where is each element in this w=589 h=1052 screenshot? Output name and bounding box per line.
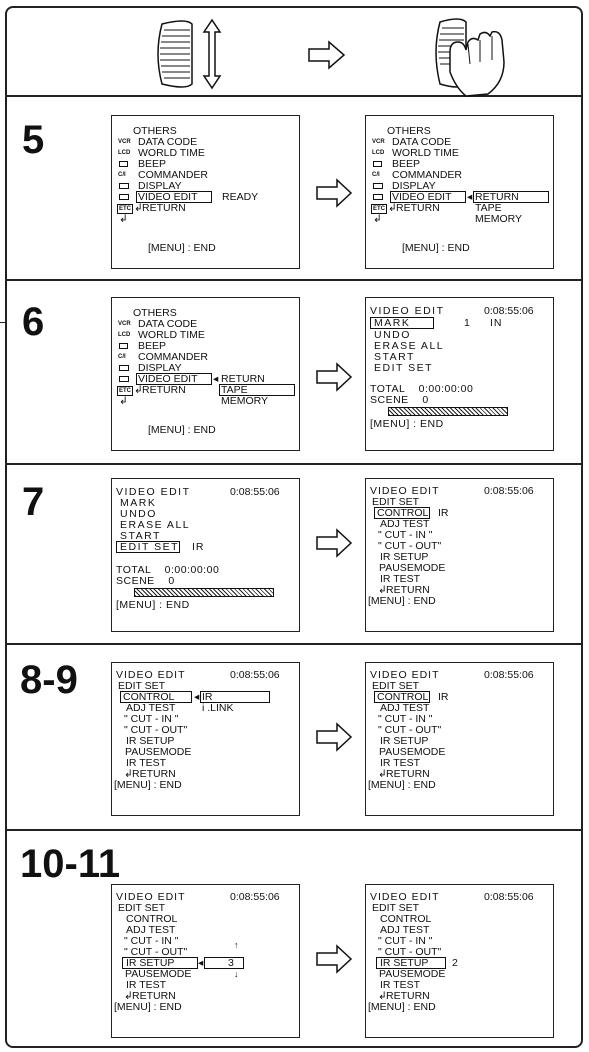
step-number: 10-11 [20, 844, 120, 884]
edit-icon [119, 194, 129, 200]
margin-tab [0, 322, 6, 323]
edit-set-screen: VIDEO EDIT 0:08:55:06 EDIT SET CONTROL A… [365, 884, 554, 1038]
time-code: 0:08:55:06 [230, 892, 280, 903]
menu-item: RETURN [396, 203, 440, 214]
submenu-item: MEMORY [475, 214, 522, 225]
video-edit-screen: VIDEO EDIT 0:08:55:06 MARK 1 IN UNDO ERA… [365, 297, 554, 451]
next-arrow-icon [315, 362, 353, 392]
menu-item-selected: EDIT SET [120, 542, 179, 553]
tape-icon [119, 343, 128, 349]
setting-value: IR [438, 508, 449, 519]
mark-count: 1 [464, 318, 470, 329]
step-number: 5 [22, 120, 44, 160]
scene-count: SCENE 0 [370, 395, 429, 406]
lcd-icon: LCD [118, 331, 130, 339]
menu-item: EDIT SET [374, 363, 433, 374]
menu-footer: [MENU] : END [148, 425, 216, 436]
menu-footer: [MENU] : END [370, 419, 444, 430]
tape-icon [119, 161, 128, 167]
setting-value: IR [192, 542, 205, 553]
time-code: 0:08:55:06 [484, 670, 534, 681]
menu-footer: [MENU] : END [368, 780, 436, 791]
video-edit-screen: VIDEO EDIT 0:08:55:06 MARK UNDO ERASE AL… [111, 478, 300, 632]
step-number: 6 [22, 302, 44, 342]
time-code: 0:08:55:06 [230, 487, 280, 498]
menu-footer: [MENU] : END [114, 780, 182, 791]
menu-footer: [MENU] : END [116, 600, 190, 611]
next-arrow-icon [315, 528, 353, 558]
section-divider [5, 643, 583, 645]
status-text: READY [222, 192, 258, 203]
option: i .LINK [202, 703, 234, 714]
camera-icon: C/I [118, 353, 126, 361]
menu-footer: [MENU] : END [114, 1002, 182, 1013]
edit-set-screen: VIDEO EDIT 0:08:55:06 EDIT SET CONTROL ◂… [111, 662, 300, 816]
setting-value: 2 [452, 958, 458, 969]
return-icon: ↲ [119, 214, 128, 225]
screen-title: VIDEO EDIT [370, 306, 445, 317]
dial-press-icon [420, 12, 530, 100]
edit-set-screen: VIDEO EDIT 0:08:55:06 EDIT SET CONTROL I… [365, 478, 554, 632]
lcd-icon: LCD [118, 149, 130, 157]
up-arrow-icon: ↑ [234, 940, 239, 951]
scene-bar [134, 588, 274, 597]
vcr-icon: VCR [372, 138, 385, 146]
display-icon [373, 183, 383, 189]
time-code: 0:08:55:06 [484, 486, 534, 497]
camera-icon: C/I [118, 171, 126, 179]
menu-screen: OTHERS VCR DATA CODE LCD WORLD TIME BEEP… [111, 115, 300, 269]
setting-value: 3 [228, 958, 234, 969]
scene-count: SCENE 0 [116, 576, 175, 587]
tape-icon [373, 161, 382, 167]
menu-footer: [MENU] : END [402, 243, 470, 254]
time-code: 0:08:55:06 [484, 306, 534, 317]
value-box [204, 957, 244, 969]
menu-item: RETURN [142, 203, 186, 214]
menu-item: RETURN [142, 385, 186, 396]
section-divider [5, 463, 583, 465]
submenu-item: MEMORY [221, 396, 268, 407]
edit-set-screen: VIDEO EDIT 0:08:55:06 EDIT SET CONTROL I… [365, 662, 554, 816]
next-arrow-icon [315, 944, 353, 974]
time-code: 0:08:55:06 [484, 892, 534, 903]
section-divider [5, 829, 583, 831]
edit-icon [119, 376, 129, 382]
lcd-icon: LCD [372, 149, 384, 157]
down-arrow-icon: ↓ [234, 969, 239, 980]
menu-footer: [MENU] : END [368, 1002, 436, 1013]
return-icon: ↲ [119, 396, 128, 407]
display-icon [119, 365, 129, 371]
pointer-icon: ◂ [213, 374, 218, 385]
edit-set-screen: VIDEO EDIT 0:08:55:06 EDIT SET CONTROL A… [111, 884, 300, 1038]
pointer-icon: ◂ [194, 692, 199, 703]
camera-icon: C/I [372, 171, 380, 179]
menu-footer: [MENU] : END [148, 243, 216, 254]
setting-value: IR [438, 692, 449, 703]
mark-point: IN [490, 318, 503, 329]
pointer-icon: ◂ [467, 192, 472, 203]
time-code: 0:08:55:06 [230, 670, 280, 681]
dial-turn-icon [140, 14, 250, 94]
menu-screen: OTHERS VCR DATA CODE LCD WORLD TIME BEEP… [365, 115, 554, 269]
step-number: 7 [22, 482, 44, 522]
pointer-icon: ◂ [198, 958, 203, 969]
next-arrow-icon [315, 178, 353, 208]
vcr-icon: VCR [118, 138, 131, 146]
section-divider [5, 279, 583, 281]
scene-bar [388, 407, 508, 416]
vcr-icon: VCR [118, 320, 131, 328]
next-arrow-icon [315, 722, 353, 752]
edit-icon [373, 194, 383, 200]
menu-footer: [MENU] : END [368, 596, 436, 607]
next-arrow-icon [307, 40, 347, 70]
display-icon [119, 183, 129, 189]
step-number: 8-9 [20, 660, 78, 700]
return-icon: ↲ [373, 214, 382, 225]
menu-item-selected: MARK [374, 318, 410, 329]
menu-screen: OTHERS VCR DATA CODE LCD WORLD TIME BEEP… [111, 297, 300, 451]
